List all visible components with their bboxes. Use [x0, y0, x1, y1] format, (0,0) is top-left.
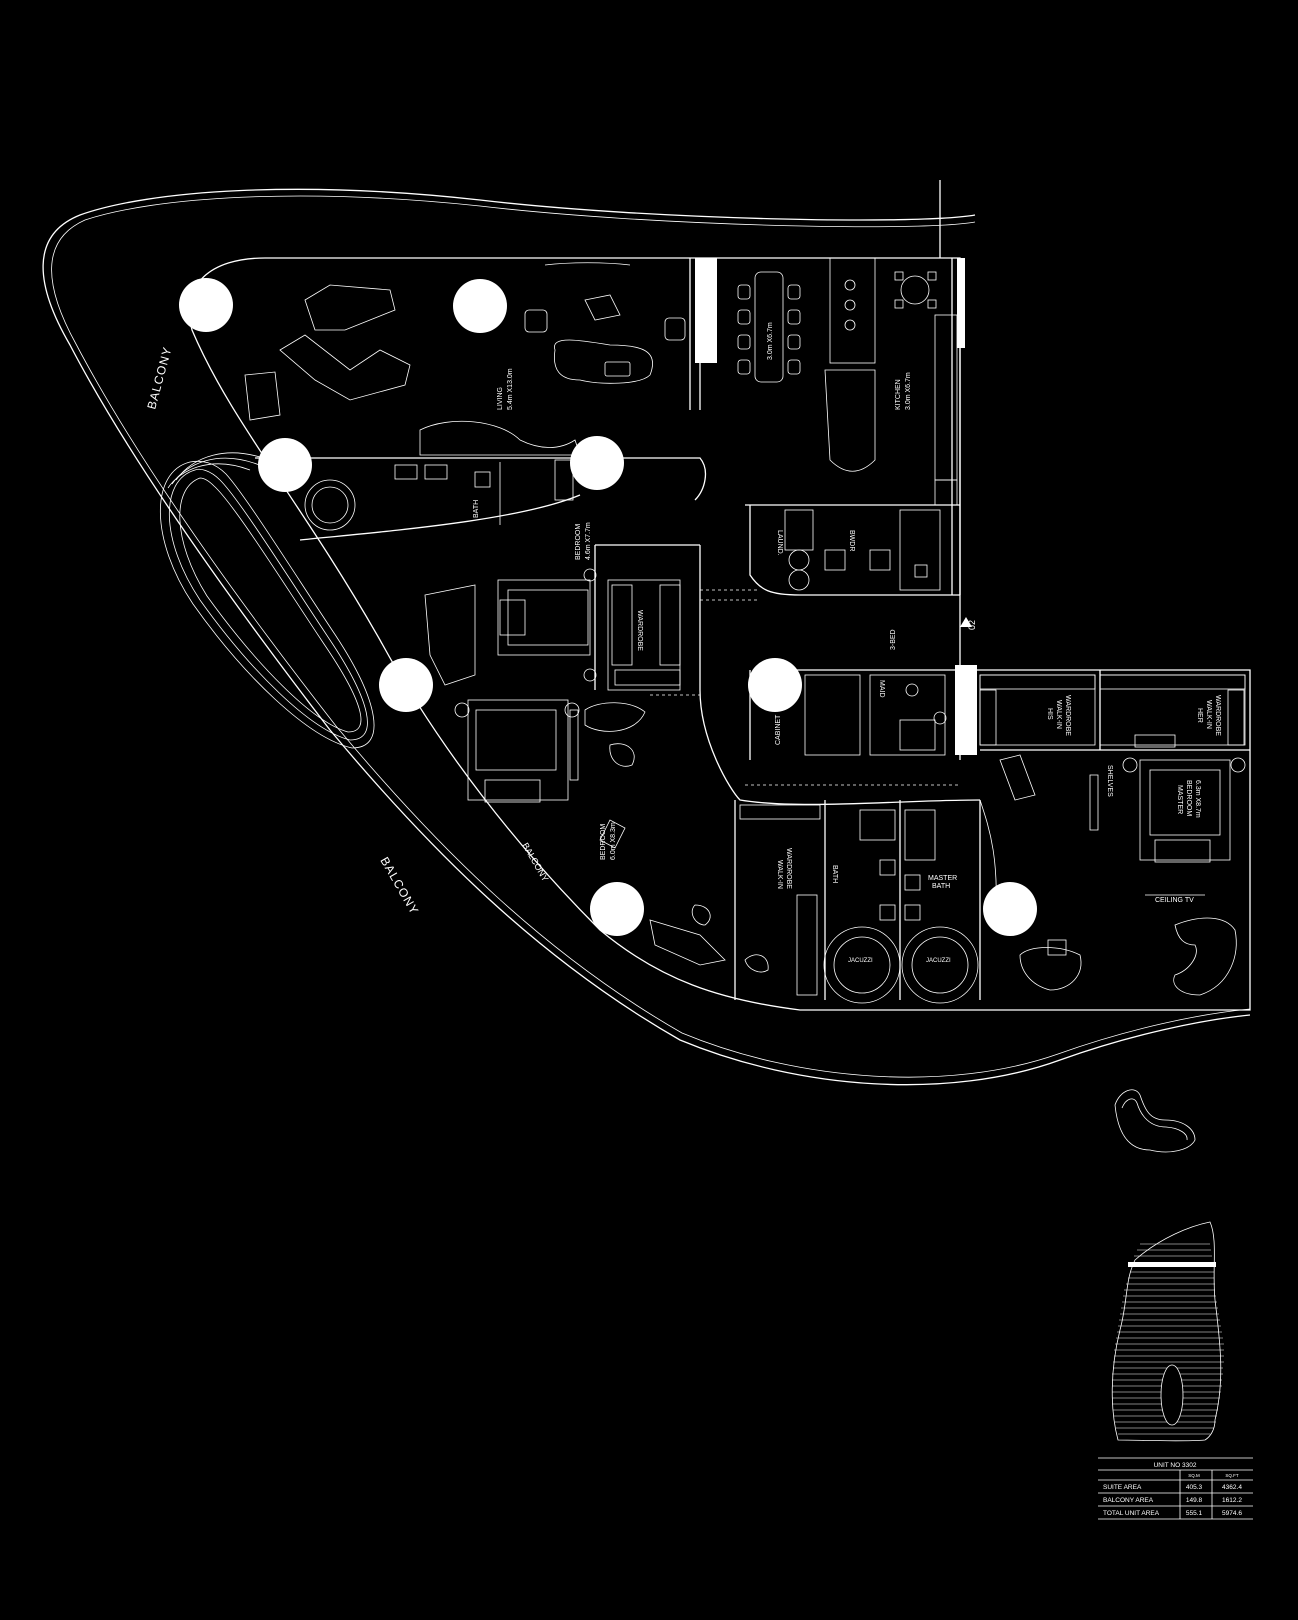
- jacuzzi-label-2: JACUZZI: [926, 958, 951, 964]
- living-dim: 5.4m X13.0m: [507, 368, 514, 410]
- interior-walls: [255, 180, 1250, 1000]
- area-row-total-sqm: 555.1: [1186, 1510, 1203, 1517]
- level-label: 02: [967, 620, 977, 630]
- living-furniture: [244, 262, 686, 456]
- area-table-col-sqm: SQ.M: [1188, 1473, 1200, 1478]
- master-bed: [999, 754, 1246, 996]
- hotspot-bedroom-north[interactable]: [570, 436, 624, 490]
- balcony-inner-label: BALCONY: [520, 841, 550, 883]
- hotspot-maid-hall[interactable]: [748, 658, 802, 712]
- kitchen-counters: [824, 257, 958, 506]
- wall-block-kitchen: [957, 258, 965, 348]
- bedroom2-furniture: [454, 699, 726, 966]
- cabinet-label: CABINET: [775, 714, 782, 745]
- hotspot-bath-west[interactable]: [258, 438, 312, 492]
- walkin-wardrobe-bottom: [739, 804, 821, 996]
- his-label-2: WALK-IN: [1055, 700, 1062, 729]
- her-label-3: WARDROBE: [1214, 695, 1221, 736]
- bedroom-label: BEDROOM: [575, 524, 582, 560]
- hotspots: [179, 278, 1037, 936]
- bwdr-label: BWDR: [848, 530, 855, 551]
- master-bath-label-2: BATH: [932, 883, 950, 890]
- wall-block-living: [695, 258, 717, 363]
- master-bath-label-1: MASTER: [928, 875, 957, 882]
- hotspot-living-corner[interactable]: [179, 278, 233, 332]
- outer-balcony-outline: [42, 188, 1251, 1086]
- bath-fixtures: [304, 459, 574, 531]
- bedroom2-dim: 6.0m X8.3m: [610, 822, 617, 860]
- shelves-label: SHELVES: [1106, 765, 1113, 797]
- his-label-3: WARDROBE: [1064, 695, 1071, 736]
- his-label-1: HIS: [1046, 708, 1053, 720]
- outer-balcony-outline-inner: [51, 195, 1251, 1078]
- area-row-suite-sqft: 4362.4: [1222, 1484, 1242, 1491]
- master-bedroom-label-1: MASTER: [1176, 785, 1183, 814]
- dining-table: [737, 271, 801, 383]
- his-her-wardrobes: [979, 674, 1246, 748]
- balcony-left-label: BALCONY: [144, 345, 174, 411]
- balcony-bottom-label: BALCONY: [377, 855, 421, 918]
- ceiling-tv-label: CEILING TV: [1155, 897, 1194, 904]
- maid-room: [804, 674, 947, 756]
- area-row-balcony-label: BALCONY AREA: [1103, 1497, 1154, 1504]
- kitchen-table: [894, 271, 937, 309]
- her-label-2: WALK-IN: [1205, 700, 1212, 729]
- room-labels: BALCONY BALCONY BALCONY LIVING 5.4m X13.…: [144, 322, 1221, 964]
- interior-wall-outline: [188, 257, 1251, 1011]
- maid-label: MAID: [878, 680, 885, 698]
- living-label: LIVING: [497, 387, 504, 410]
- dining-dim: 3.0m X6.7m: [767, 322, 774, 360]
- bedroom-dim: 4.6m X7.7m: [585, 522, 592, 560]
- area-row-balcony-sqft: 1612.2: [1222, 1497, 1242, 1504]
- three-bed-label: 3-BED: [890, 629, 897, 650]
- kitchen-dim: 3.0m X6.7m: [905, 372, 912, 410]
- area-table-title: UNIT NO 3302: [1154, 1462, 1197, 1469]
- wardrobe-label: WARDROBE: [636, 610, 643, 651]
- hotspot-bedroom-west[interactable]: [379, 658, 433, 712]
- kitchen-label: KITCHEN: [895, 379, 902, 410]
- master-bedroom-dim: 6.3m X8.7m: [1194, 780, 1201, 818]
- her-label-1: HER: [1196, 708, 1203, 723]
- area-table: UNIT NO 3302 SQ.M SQ.FT SUITE AREA 405.3…: [1098, 1457, 1253, 1520]
- laund-label: LAUND.: [776, 530, 783, 556]
- walkin-label-2: WARDROBE: [785, 848, 792, 889]
- building-elevation-icon: [1111, 1221, 1224, 1442]
- hotspot-living-center[interactable]: [453, 279, 507, 333]
- area-row-suite-sqm: 405.3: [1186, 1484, 1203, 1491]
- hotspot-bedroom2-south[interactable]: [590, 882, 644, 936]
- wall-block-hall: [955, 665, 977, 755]
- area-row-balcony-sqm: 149.8: [1186, 1497, 1203, 1504]
- laundry-bwdr: [784, 509, 941, 591]
- bath-label: BATH: [473, 500, 480, 518]
- area-row-total-label: TOTAL UNIT AREA: [1103, 1510, 1160, 1517]
- level-marker: [960, 617, 972, 627]
- walkin-label-1: WALK-IN: [776, 860, 783, 889]
- jacuzzis: [823, 799, 997, 1004]
- bath2-label: BATH: [831, 865, 838, 883]
- area-row-total-sqft: 5974.6: [1222, 1510, 1242, 1517]
- area-table-col-sqft: SQ.FT: [1225, 1473, 1239, 1478]
- bedroom-furniture: [424, 568, 681, 691]
- bedroom2-label: BEDROOM: [600, 824, 607, 860]
- jacuzzi-label-1: JACUZZI: [848, 958, 873, 964]
- door-openings: [650, 589, 960, 786]
- pool-oval: [159, 452, 375, 749]
- area-row-suite-label: SUITE AREA: [1103, 1484, 1142, 1491]
- master-bedroom-label-2: BEDROOM: [1185, 780, 1192, 816]
- hotspot-master-bath[interactable]: [983, 882, 1037, 936]
- sofa-icon: [1114, 1089, 1196, 1153]
